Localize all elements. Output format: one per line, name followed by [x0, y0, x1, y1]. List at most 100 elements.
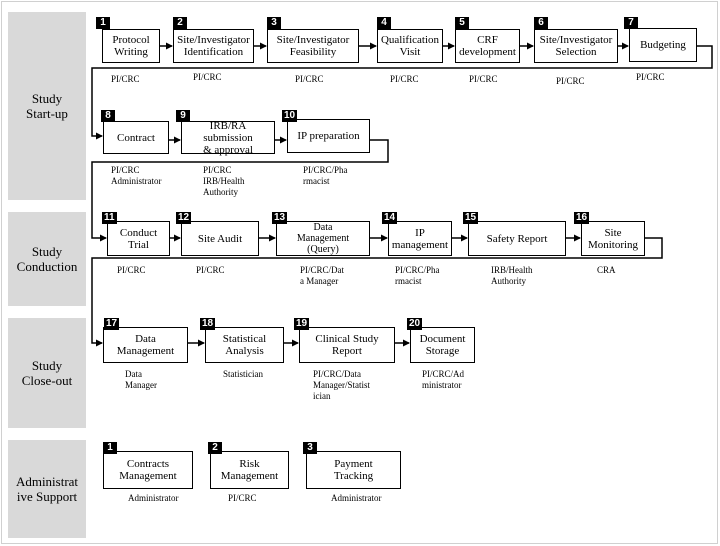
step-label: IP management	[391, 226, 449, 251]
phase-study-close-out: Study Close-out	[8, 318, 86, 428]
step-site-investigator-feasibility: Site/Investigator Feasibility	[267, 29, 359, 63]
step-role: PI/CRC Administrator	[111, 165, 162, 186]
step-label: Data Management (Query)	[296, 222, 350, 255]
step-number-badge: 8	[101, 110, 115, 122]
step-statistical-analysis: Statistical Analysis	[205, 327, 284, 363]
step-site-investigator-identification: Site/Investigator Identification	[173, 29, 254, 63]
step-number-badge: 6	[534, 17, 548, 29]
step-label: CRF development	[459, 34, 516, 58]
step-role: PI/CRC	[111, 74, 140, 84]
step-ip-management: IP management	[388, 221, 452, 256]
step-number-badge: 3	[267, 17, 281, 29]
phase-administrative-support: Administrat ive Support	[8, 440, 86, 538]
support-number-badge: 1	[103, 442, 117, 454]
support-role: PI/CRC	[228, 493, 257, 503]
step-number-badge: 19	[294, 318, 310, 330]
step-role: PI/CRC	[556, 76, 585, 86]
step-data-management: Data Management	[103, 327, 188, 363]
phase-study-conduction: Study Conduction	[8, 212, 86, 306]
step-site-investigator-selection: Site/Investigator Selection	[534, 29, 618, 63]
step-label: Contract	[117, 131, 155, 144]
support-role: Administrator	[331, 493, 382, 503]
step-document-storage: Document Storage	[410, 327, 475, 363]
step-label: Protocol Writing	[112, 34, 150, 58]
step-role: PI/CRC	[295, 74, 324, 84]
step-safety-report: Safety Report	[468, 221, 566, 256]
step-number-badge: 7	[624, 17, 638, 29]
step-role: PI/CRC/Dat a Manager	[300, 265, 345, 286]
phase-label: Study Close-out	[21, 358, 73, 388]
support-label: Payment Tracking	[333, 458, 374, 482]
step-label: Site Audit	[197, 232, 243, 245]
step-protocol-writing: Protocol Writing	[102, 29, 160, 63]
step-label: Statistical Analysis	[222, 333, 267, 357]
step-label: Budgeting	[640, 39, 686, 51]
support-label: Contracts Management	[119, 458, 177, 482]
step-role: PI/CRC	[196, 265, 225, 275]
step-label: Site/Investigator Selection	[539, 34, 613, 58]
step-data-management-query: Data Management (Query)	[276, 221, 370, 256]
phase-label: Study Start-up	[26, 91, 68, 121]
step-role: PI/CRC/Data Manager/Statist ician	[313, 369, 370, 401]
arrow-10-11	[91, 139, 389, 242]
step-number-badge: 18	[200, 318, 216, 330]
step-conduct-trial: Conduct Trial	[107, 221, 170, 256]
step-label: Site/Investigator Identification	[177, 34, 250, 58]
step-number-badge: 14	[382, 212, 398, 224]
step-clinical-study-report: Clinical Study Report	[299, 327, 395, 363]
step-number-badge: 10	[282, 110, 298, 122]
arrow-7-8	[91, 45, 713, 140]
step-label: Conduct Trial	[119, 226, 158, 251]
step-ip-preparation: IP preparation	[287, 119, 370, 153]
step-role: PI/CRC/Pha rmacist	[395, 265, 440, 286]
step-contract: Contract	[103, 121, 169, 154]
step-role: Data Manager	[125, 369, 157, 390]
step-label: Qualification Visit	[380, 34, 440, 58]
step-number-badge: 1	[96, 17, 110, 29]
arrow-16-17	[91, 237, 663, 347]
step-role: PI/CRC	[193, 72, 222, 82]
step-number-badge: 5	[455, 17, 469, 29]
step-label: Data Management	[116, 333, 175, 357]
step-role: PI/CRC	[117, 265, 146, 275]
step-role: PI/CRC/Pha rmacist	[303, 165, 348, 186]
step-number-badge: 4	[377, 17, 391, 29]
step-irb-ra-submission-approval: IRB/RA submission & approval	[181, 119, 275, 156]
step-budgeting: Budgeting	[629, 28, 697, 62]
step-site-monitoring: Site Monitoring	[581, 221, 645, 256]
step-role: PI/CRC/Ad ministrator	[422, 369, 465, 390]
step-number-badge: 13	[272, 212, 288, 224]
step-role: IRB/Health Authority	[491, 265, 533, 286]
step-crf-development: CRF development	[455, 29, 520, 63]
step-number-badge: 11	[102, 212, 117, 224]
phase-label: Administrat ive Support	[15, 474, 79, 504]
step-role: PI/CRC	[469, 74, 498, 84]
step-number-badge: 16	[574, 212, 590, 224]
support-payment-tracking: Payment Tracking	[306, 451, 401, 489]
step-number-badge: 9	[176, 110, 190, 122]
step-number-badge: 12	[176, 212, 192, 224]
step-number-badge: 2	[173, 17, 187, 29]
step-number-badge: 17	[104, 318, 120, 330]
phase-label: Study Conduction	[16, 244, 78, 274]
step-number-badge: 20	[407, 318, 423, 330]
step-label: Site/Investigator Feasibility	[276, 34, 350, 58]
step-label: Safety Report	[486, 232, 548, 245]
step-role: PI/CRC	[390, 74, 419, 84]
step-label: IP preparation	[297, 130, 360, 142]
step-role: CRA	[597, 265, 616, 275]
step-number-badge: 15	[463, 212, 479, 224]
step-role: Statistician	[223, 369, 263, 379]
support-number-badge: 2	[208, 442, 222, 454]
support-role: Administrator	[128, 493, 179, 503]
support-number-badge: 3	[303, 442, 317, 454]
step-label: IRB/RA submission & approval	[203, 119, 253, 156]
step-label: Clinical Study Report	[315, 333, 379, 357]
step-site-audit: Site Audit	[181, 221, 259, 256]
step-qualification-visit: Qualification Visit	[377, 29, 443, 63]
support-contracts-management: Contracts Management	[103, 451, 193, 489]
step-label: Document Storage	[419, 333, 466, 357]
step-label: Site Monitoring	[587, 226, 639, 251]
